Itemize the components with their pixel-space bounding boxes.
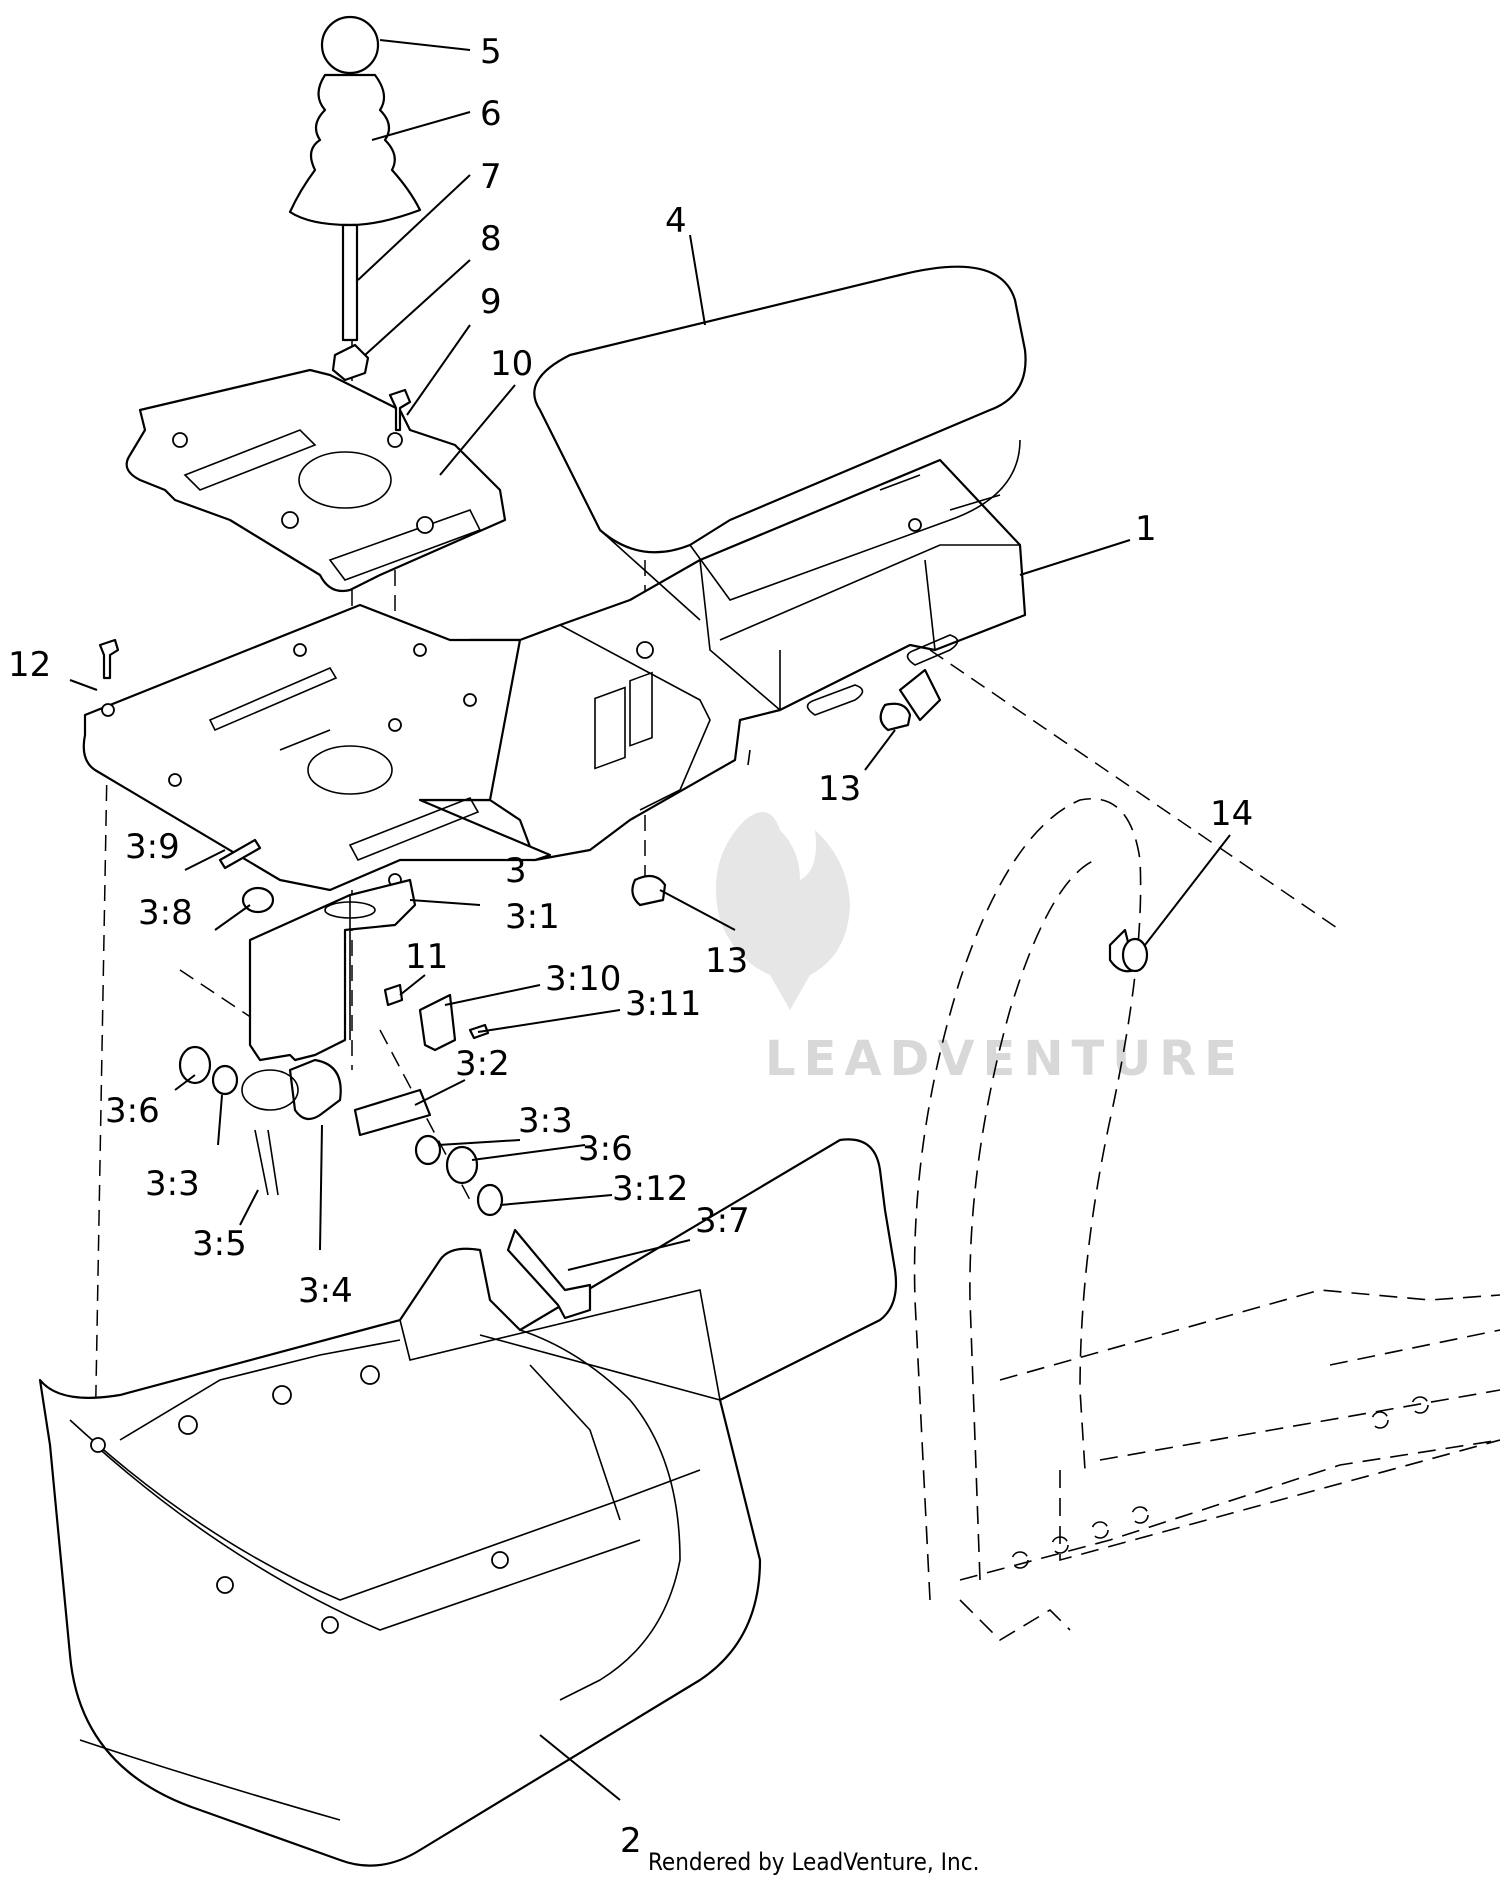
- footer-credit: Rendered by LeadVenture, Inc.: [648, 1848, 979, 1876]
- part-3-8-bushing: [241, 886, 275, 914]
- roll-bar-frame-phantom: [913, 798, 1500, 1642]
- part-3-3-bushing-b: [414, 1134, 442, 1166]
- part-3-bracket-assembly: [178, 838, 592, 1320]
- callout-6: 6: [480, 94, 502, 134]
- small-parts: [631, 702, 1149, 973]
- part-3-12-washer: [476, 1183, 504, 1217]
- part-3-6-washer-a: [178, 1045, 212, 1085]
- part-13-nut-b: [631, 874, 667, 907]
- leader-lines: [69, 39, 1231, 1801]
- part-4-armrest: [533, 265, 1027, 621]
- callout-3-6-left: 3:6: [105, 1091, 160, 1131]
- callout-3-12: 3:12: [612, 1169, 688, 1209]
- callout-12: 12: [8, 645, 51, 685]
- part-3-2-spacer: [353, 1088, 432, 1137]
- part-6-boot: [288, 73, 422, 227]
- callout-4: 4: [665, 201, 687, 241]
- callout-3-1: 3:1: [505, 897, 560, 937]
- callout-3-3-right: 3:3: [518, 1101, 573, 1141]
- callout-10: 10: [490, 344, 533, 384]
- callout-2: 2: [620, 1821, 642, 1861]
- part-1-console: [323, 458, 1027, 862]
- part-5-knob: [320, 15, 380, 75]
- callout-14: 14: [1210, 794, 1253, 834]
- callout-3-2: 3:2: [455, 1044, 510, 1084]
- part-7-shaft: [341, 223, 359, 342]
- callout-5: 5: [480, 32, 502, 72]
- callout-3-3-left: 3:3: [145, 1164, 200, 1204]
- callout-3: 3: [505, 851, 527, 891]
- part-9-bolt: [388, 388, 412, 432]
- callout-3-9: 3:9: [125, 827, 180, 867]
- callout-13-upper: 13: [818, 769, 861, 809]
- callout-3-11: 3:11: [625, 984, 701, 1024]
- part-3-9-clip: [218, 838, 262, 870]
- watermark-text: LEADVENTURE: [765, 1031, 1245, 1087]
- part-3-6-washer-b: [445, 1145, 479, 1185]
- part-8-nut: [331, 343, 370, 382]
- joystick-stack: [98, 15, 422, 680]
- part-3-3-bushing-a: [211, 1064, 239, 1096]
- callout-8: 8: [480, 219, 502, 259]
- callout-labels: 5 6 7 4 8 9 10 1 12 13 14 3 3:9 3:1 3:8 …: [8, 32, 1253, 1861]
- part-3-10-switch: [418, 993, 457, 1052]
- callout-3-8: 3:8: [138, 893, 193, 933]
- part-3-5-spring-pin: [254, 1129, 279, 1196]
- part-12-screw: [98, 638, 120, 680]
- watermark: LEADVENTURE: [715, 812, 1245, 1087]
- part-3-7-bolt: [506, 1228, 592, 1320]
- part-10-decal: [125, 368, 507, 593]
- callout-3-5: 3:5: [192, 1224, 247, 1264]
- part-11-nut: [383, 983, 404, 1007]
- callout-1: 1: [1135, 509, 1157, 549]
- part-2-lower-housing: [38, 1138, 898, 1867]
- callout-3-7: 3:7: [695, 1201, 750, 1241]
- callout-7: 7: [480, 157, 502, 197]
- callout-9: 9: [480, 282, 502, 322]
- callout-3-10: 3:10: [545, 959, 621, 999]
- watermark-flame-icon: [715, 812, 850, 1010]
- part-3-4-lever: [288, 1058, 342, 1121]
- callout-13-lower: 13: [705, 941, 748, 981]
- part-1-top-plate: [82, 603, 552, 892]
- part-13-nut-a: [879, 702, 912, 732]
- part-3-5-spring-ring: [241, 1069, 299, 1111]
- callout-3-6-right: 3:6: [578, 1129, 633, 1169]
- callout-11: 11: [405, 937, 448, 977]
- callout-3-4: 3:4: [298, 1271, 353, 1311]
